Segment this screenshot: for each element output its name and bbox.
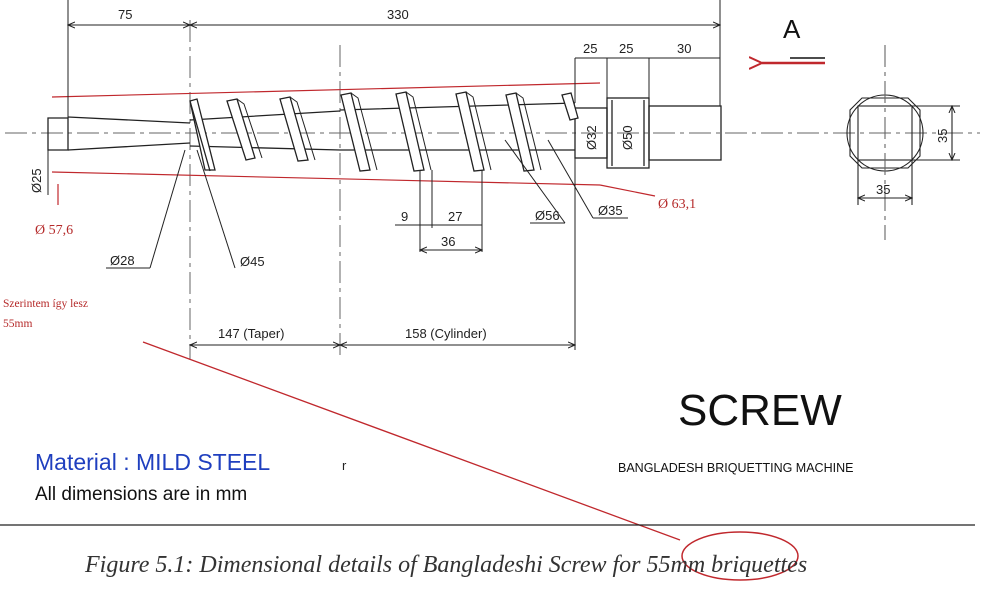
end-view — [846, 45, 960, 240]
dim-dia28: Ø28 — [110, 253, 135, 268]
flight-edges — [236, 91, 542, 171]
material-mark: r — [342, 458, 347, 473]
dim-36: 36 — [441, 234, 455, 249]
view-label: A — [783, 14, 801, 44]
dim-9: 9 — [401, 209, 408, 224]
drawing-subtitle: BANGLADESH BRIQUETTING MACHINE — [618, 461, 853, 475]
dim-dia32: Ø32 — [584, 125, 599, 150]
red-envelope — [51, 82, 656, 205]
dim-dia35: Ø35 — [598, 203, 623, 218]
dim-dia45: Ø45 — [240, 254, 265, 269]
dim-25b: 25 — [619, 41, 633, 56]
note-line1: Szerintem így lesz — [3, 298, 88, 310]
figure-caption: Figure 5.1: Dimensional details of Bangl… — [84, 552, 807, 578]
dim-25a: 25 — [583, 41, 597, 56]
top-dimensions — [68, 0, 720, 118]
red-markup-ellipse — [681, 531, 799, 581]
dim-sq35-h: 35 — [876, 182, 890, 197]
note-dia631: Ø 63,1 — [658, 197, 696, 212]
note-dia576: Ø 57,6 — [35, 223, 73, 238]
dim-330: 330 — [387, 7, 409, 22]
dim-30: 30 — [677, 41, 691, 56]
note-line2: 55mm — [3, 318, 32, 330]
dim-dia25: Ø25 — [29, 168, 44, 193]
screw-shaft — [47, 97, 722, 169]
material-label: Material : MILD STEEL — [35, 449, 270, 475]
units-note: All dimensions are in mm — [35, 484, 247, 505]
dim-75: 75 — [118, 7, 132, 22]
dim-sq35-v: 35 — [935, 129, 950, 143]
dim-taper: 147 (Taper) — [218, 326, 284, 341]
dim-dia56: Ø56 — [535, 208, 560, 223]
dim-cylinder: 158 (Cylinder) — [405, 326, 487, 341]
bottom-dimensions — [47, 139, 628, 350]
drawing-title: SCREW — [678, 386, 842, 435]
screw-flights — [189, 91, 579, 172]
red-markup-line — [142, 341, 681, 541]
dim-dia50: Ø50 — [620, 125, 635, 150]
dim-27: 27 — [448, 209, 462, 224]
